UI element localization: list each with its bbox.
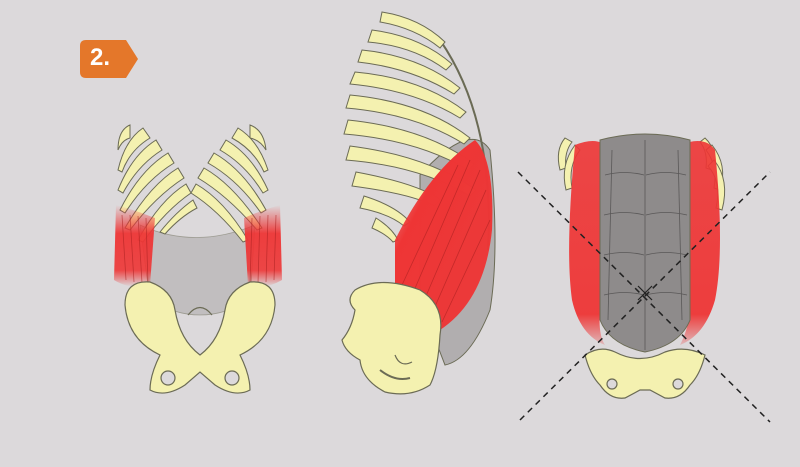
side-ribcage [343,11,477,243]
center-cross-marks [637,285,653,301]
rectus-segments [603,140,688,350]
oblique-muscles-side-view [341,11,496,395]
guide-line-up-right [519,171,771,421]
front-pelvis [584,348,706,399]
abdominal-wall-front-view [517,133,771,423]
side-muscle-fibers [401,159,491,323]
guide-line-down-right [517,171,771,423]
right-ribcage [190,124,269,243]
side-pelvis [341,281,442,395]
posterior-pelvis [124,281,276,394]
right-oblique-muscle [244,205,282,287]
step-badge: 2. [80,40,138,78]
side-oblique-muscle [395,140,493,330]
step-badge-shape [80,40,138,78]
step-label: 2. [90,44,111,71]
posterior-muscle-fibers [121,214,277,285]
left-oblique-muscle [114,205,155,287]
oblique-muscles-posterior-view [114,124,282,394]
diagonal-guide-lines [517,171,771,423]
